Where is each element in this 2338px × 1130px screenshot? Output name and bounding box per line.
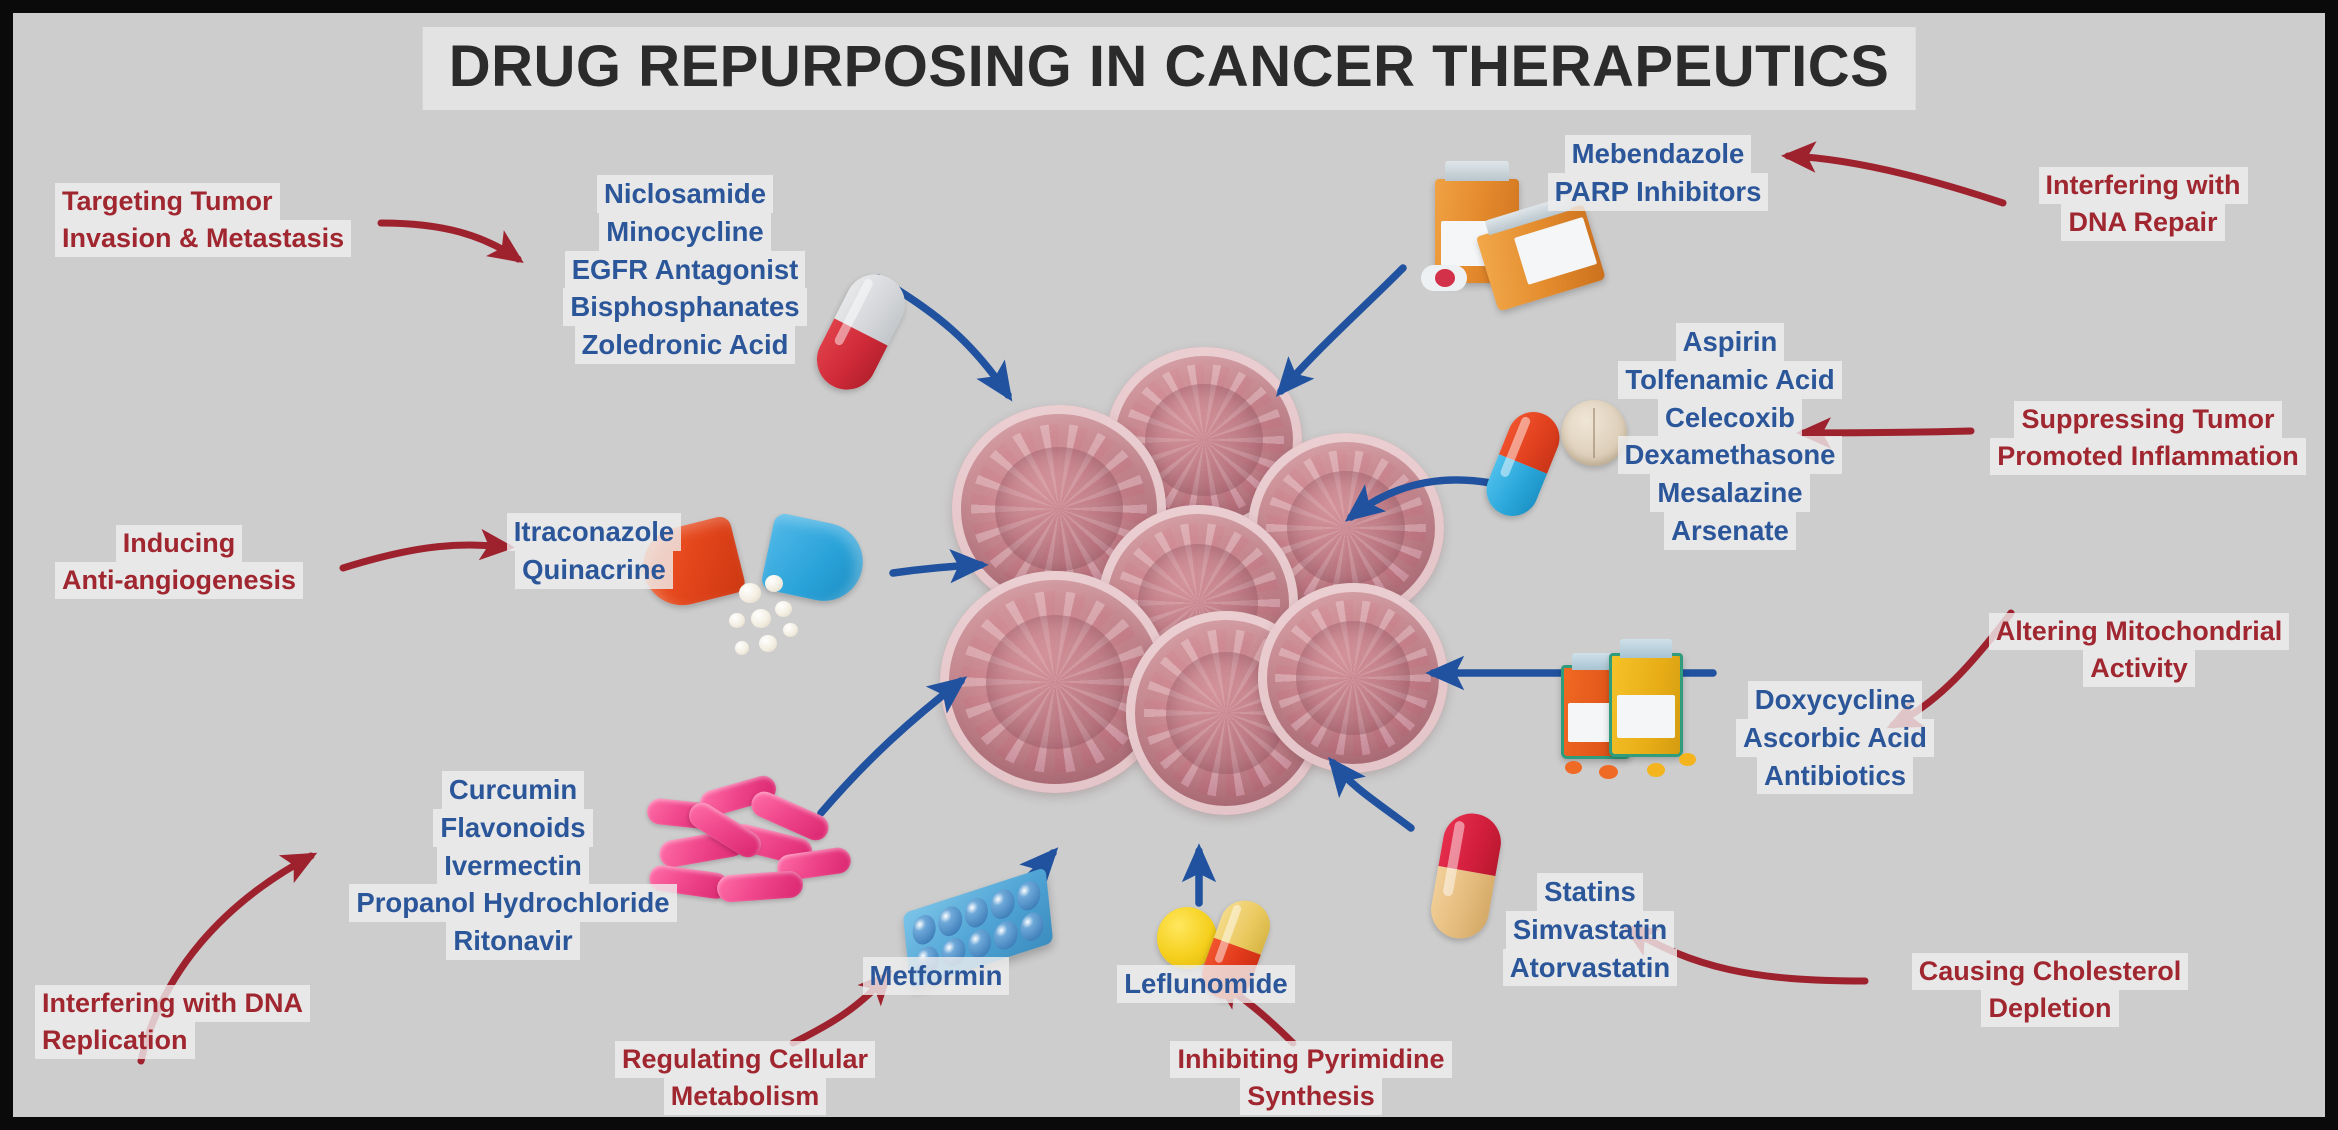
drug-name: Antibiotics [1756,756,1914,795]
prescription-pill-bottles-icon [1413,153,1623,312]
mechanism-pyrimidine: Inhibiting Pyrimidine Synthesis [1161,1041,1461,1116]
mechanism-angiogenesis: Inducing Anti-angiogenesis [35,525,323,600]
red-blue-capsule-and-tablet-icon [1475,398,1655,528]
drug-name: Propanol Hydrochloride [349,884,677,922]
drug-name: Doxycycline [1747,681,1923,719]
drug-list-dna-replication: Curcumin Flavonoids Ivermectin Propanol … [313,771,713,960]
drug-name: Ritonavir [446,922,580,960]
mechanism-line: Activity [2083,650,2195,688]
drug-name: Mesalazine [1650,474,1810,512]
drug-list-pyrimidine: Leflunomide [1111,965,1301,1003]
drug-name: Niclosamide [596,175,773,213]
drug-name: Mebendazole [1564,135,1752,173]
mechanism-cholesterol: Causing Cholesterol Depletion [1893,953,2207,1028]
mechanism-inflammation: Suppressing Tumor Promoted Inflammation [1983,401,2313,476]
drug-list-dna-repair: Mebendazole PARP Inhibitors [1529,135,1787,211]
mechanism-line: Interfering with [2038,167,2248,205]
open-capsule-powder-icon [617,509,917,679]
diagram-canvas: DRUG REPURPOSING IN CANCER THERAPEUTICS [13,13,2325,1117]
mechanism-line: Metabolism [663,1078,827,1116]
drug-list-invasion-metastasis: Niclosamide Minocycline EGFR Antagonist … [549,175,821,364]
mechanism-line: Regulating Cellular [614,1041,876,1079]
yellow-red-capsules-icon [1153,893,1313,1013]
arrow-mechanism-dna-repair [1781,141,2007,207]
mechanism-line: Causing Cholesterol [1911,953,2189,991]
drug-name: Tolfenamic Acid [1618,360,1842,399]
drug-list-metabolism: Metformin [841,957,1031,995]
mechanism-line: Targeting Tumor [55,183,280,221]
drug-name: Metformin [862,957,1010,995]
mechanism-line: Altering Mitochondrial [1988,613,2290,651]
drug-name: Statins [1537,873,1643,911]
mechanism-line: DNA Repair [2061,204,2225,242]
mechanism-dna-repair: Interfering with DNA Repair [2009,167,2277,242]
arrow-mechanism-invasion [377,219,524,263]
drug-list-cholesterol: Statins Simvastatin Atorvastatin [1485,873,1695,987]
drug-list-inflammation: Aspirin Tolfenamic Acid Celecoxib Dexame… [1601,323,1859,550]
mechanism-line: Interfering with DNA [35,985,310,1023]
mechanism-line: Invasion & Metastasis [55,220,352,258]
tumor-cell [1258,583,1448,773]
drug-name: Ivermectin [437,846,589,885]
drug-name: Atorvastatin [1502,948,1678,987]
mechanism-dna-replication: Interfering with DNA Replication [35,985,310,1060]
mechanism-line: Inhibiting Pyrimidine [1170,1041,1452,1079]
drug-name: Arsenate [1664,511,1796,550]
drug-name: Aspirin [1675,323,1785,361]
drug-name: Flavonoids [433,808,593,847]
drug-name: Leflunomide [1117,965,1295,1003]
drug-name: PARP Inhibitors [1547,172,1769,211]
mechanism-line: Anti-angiogenesis [54,562,304,600]
mechanism-metabolism: Regulating Cellular Metabolism [593,1041,897,1116]
drug-name: Itraconazole [506,513,682,551]
drug-name: Minocycline [599,212,771,251]
mechanism-line: Promoted Inflammation [1990,438,2306,476]
tumor-cell-cluster [940,347,1478,873]
drug-name: Curcumin [441,771,585,809]
drug-name: Ascorbic Acid [1736,718,1934,757]
drug-name: Celecoxib [1658,398,1802,437]
drug-name: Dexamethasone [1617,436,1843,474]
drug-name: Simvastatin [1505,910,1675,949]
tumor-cell [940,571,1170,793]
mechanism-line: Suppressing Tumor [2014,401,2282,439]
drug-list-angiogenesis: Itraconazole Quinacrine [479,513,709,589]
drug-name: Quinacrine [515,550,673,589]
drug-name: Zoledronic Acid [574,326,796,364]
drug-list-mitochondrial: Doxycycline Ascorbic Acid Antibiotics [1713,681,1957,795]
page-title: DRUG REPURPOSING IN CANCER THERAPEUTICS [422,27,1916,110]
mechanism-line: Depletion [1981,990,2119,1028]
drug-name: EGFR Antagonist [564,250,806,289]
red-white-capsule-icon [806,261,965,401]
mechanism-invasion-metastasis: Targeting Tumor Invasion & Metastasis [55,183,352,258]
supplement-bottles-icon [1547,637,1757,797]
mechanism-line: Synthesis [1240,1078,1382,1116]
mechanism-line: Replication [35,1022,195,1060]
mechanism-line: Inducing [115,525,243,563]
mechanism-mitochondrial: Altering Mitochondrial Activity [1973,613,2305,688]
drug-name: Bisphosphanates [563,288,807,326]
